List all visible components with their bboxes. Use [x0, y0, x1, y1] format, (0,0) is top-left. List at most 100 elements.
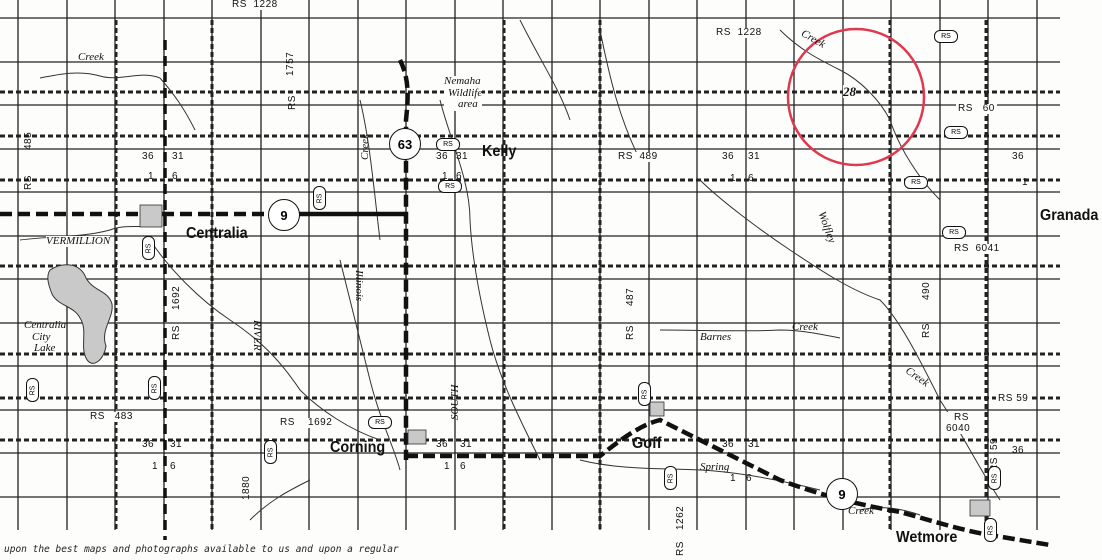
rs-label-1228: RS 1228 [714, 28, 764, 38]
rs-label-rs-490: RS [921, 323, 932, 338]
corner-6-2: 6 [456, 171, 463, 182]
rs-label-59: RS 59 [996, 393, 1031, 404]
highway-63-shield[interactable]: 63 [389, 128, 421, 160]
rs-shield-text: RS [144, 243, 152, 253]
vermillion-label: VERMILLION [46, 235, 111, 247]
rs-prefix: RS [90, 411, 105, 422]
rs-shield-15: RS [988, 466, 1001, 490]
wildlife-label-line-1: Nemaha [444, 75, 481, 87]
highway-9-shield-west[interactable]: 9 [268, 199, 300, 231]
rs-number: 1228 [253, 0, 278, 10]
corner-36-1: 36 [142, 151, 155, 162]
corner-1-1: 1 [148, 171, 155, 182]
illinois-label: Illinois [353, 270, 365, 302]
rs-prefix: RS [998, 393, 1013, 404]
rs-shield-4: RS [904, 176, 928, 189]
rs-shield-7: RS [942, 226, 966, 239]
rs-shield-3: RS [368, 416, 392, 429]
rs-label-60: RS 60 [956, 104, 997, 114]
highways [0, 40, 1051, 548]
town-goff[interactable]: Goff [632, 435, 662, 452]
corner-36-5: 36 [142, 439, 155, 450]
corner-1-2: 1 [442, 171, 449, 182]
town-wetmore[interactable]: Wetmore [896, 529, 958, 546]
rs-label-rs-485: RS [23, 175, 34, 190]
lake-label-line-2: City [32, 330, 51, 343]
rs-number: 1228 [737, 27, 762, 38]
rs-shield-11: RS [148, 376, 161, 400]
corner-36-8: 36 [1012, 445, 1025, 456]
corner-1-3: 1 [730, 173, 737, 184]
rs-shield-6: RS [934, 30, 958, 43]
town-kelly[interactable]: Kelly [482, 143, 517, 160]
rs-label-rs-1757: RS [287, 95, 298, 110]
rs-shield-text: RS [990, 473, 998, 483]
barnes-label: Barnes [700, 331, 732, 343]
township-roads [0, 20, 1060, 530]
rs-label-rs-1262: RS [675, 541, 686, 556]
corner-1-5: 1 [152, 461, 159, 472]
corner-36-7: 36 [722, 439, 735, 450]
rs-prefix: RS [280, 417, 295, 428]
corner-31-1: 31 [172, 151, 185, 162]
south-label: SOUTH [449, 384, 461, 420]
rs-label-1228-top: RS 1228 [230, 0, 280, 10]
rs-prefix: RS [618, 151, 633, 162]
corner-1-7: 1 [730, 473, 737, 484]
rs-label-1757: 1757 [285, 51, 296, 76]
rs-label-rs-1692: RS [171, 325, 182, 340]
rs-number: 6040 [946, 423, 971, 434]
highway-9-east [406, 417, 1051, 548]
town-centralia[interactable]: Centralia [186, 225, 248, 242]
rs-number: 60 [982, 103, 995, 114]
map-disclaimer: upon the best maps and photographs avail… [4, 544, 399, 555]
rs-label-6041: RS 6041 [952, 244, 1002, 254]
corner-6-3: 6 [748, 173, 755, 184]
rs-label-1262: 1262 [675, 505, 686, 530]
corner-31-2: 31 [456, 151, 469, 162]
town-corning[interactable]: Corning [330, 439, 386, 456]
rs-shield-14: RS [664, 466, 677, 490]
highlight-circle [786, 27, 926, 167]
rs-shield-text: RS [315, 193, 323, 203]
rs-number: 6041 [975, 243, 1000, 254]
rs-shield-13: RS [638, 382, 651, 406]
rs-shield-12: RS [264, 440, 277, 464]
rs-number: 59 [1016, 393, 1029, 404]
rs-shield-1: RS [436, 138, 460, 151]
corner-6-6: 6 [460, 461, 467, 472]
rs-label-rs-487: RS [625, 325, 636, 340]
lake-label-line-1: Centralia [24, 319, 67, 331]
rs-label-489: RS 489 [616, 152, 660, 162]
rs-shield-text: RS [986, 525, 994, 535]
town-granada[interactable]: Granada [1040, 207, 1099, 224]
creek-label-2: Creek [359, 134, 371, 160]
rs-label-490: 490 [921, 281, 932, 300]
rs-shield-text: RS [266, 447, 274, 457]
rs-shield-text: RS [150, 383, 158, 393]
wildlife-label-line-3: area [458, 98, 478, 111]
creek-label-1: Creek [78, 51, 104, 63]
corner-31-7: 31 [748, 439, 761, 450]
rs-shield-10: RS [26, 378, 39, 402]
rs-label-485: 485 [23, 131, 34, 150]
streams [19, 19, 1001, 521]
rs-number: 1692 [308, 417, 333, 428]
rs-label-487: 487 [625, 287, 636, 306]
creek-label-3: Creek [792, 321, 818, 333]
lake-label-line-3: Lake [34, 342, 56, 355]
corner-36-4: 36 [1012, 151, 1025, 162]
rs-shield-text: RS [640, 389, 648, 399]
marker-label-28[interactable]: 28 [843, 84, 856, 99]
rs-label-1880: 1880 [241, 475, 252, 500]
rs-number: 483 [114, 411, 133, 422]
corner-31-5: 31 [170, 439, 183, 450]
river-label: RIVER [251, 320, 263, 351]
rs-prefix: RS [232, 0, 247, 10]
highway-63 [397, 58, 410, 460]
highway-9-shield-east[interactable]: 9 [826, 478, 858, 510]
corner-36-3: 36 [722, 151, 735, 162]
town-blocks [139, 204, 991, 517]
